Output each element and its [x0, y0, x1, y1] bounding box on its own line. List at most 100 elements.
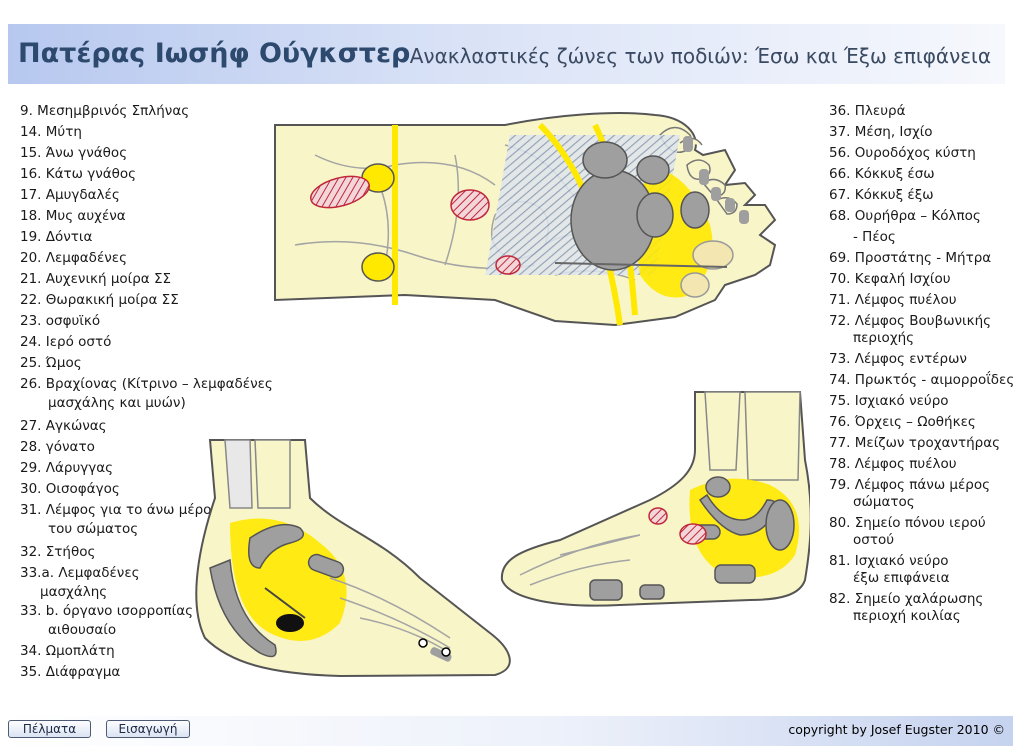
zone-yellow-oval — [361, 252, 395, 282]
zone-cream-oval — [680, 272, 710, 298]
foot-inner-diagram — [195, 439, 511, 678]
legend-item: μασχάλης — [40, 584, 108, 600]
soles-button[interactable]: Πέλματα — [8, 720, 91, 738]
legend-item: 33. b. όργανο ισορροπίας - — [20, 603, 203, 619]
zone-red-hatch — [679, 523, 707, 545]
legend-item: 66. Κόκκυξ έσω — [829, 166, 935, 182]
leg-bone — [224, 439, 253, 509]
legend-item: 25. Ώμος — [20, 355, 82, 371]
marker-circle — [441, 647, 451, 657]
legend-item: 33.a. Λεμφαδένες — [20, 565, 140, 581]
legend-item: 16. Κάτω γνάθος — [20, 166, 137, 182]
legend-item: 37. Μέση, Ισχίο — [829, 124, 933, 140]
legend-item: 9. Μεσημβρινός Σπλήνας — [20, 103, 190, 119]
leg-bone — [704, 391, 741, 471]
legend-item: 82. Σημείο χαλάρωσης — [829, 591, 984, 607]
copyright-text: copyright by Josef Eugster 2010 © — [788, 722, 1005, 737]
legend-item: 67. Κόκκυξ έξω — [829, 187, 934, 203]
toe-nail-gray — [725, 198, 735, 212]
legend-left: 9. Μεσημβρινός Σπλήνας 14. Μύτη 15. Άνω … — [20, 103, 273, 685]
nerve-line — [264, 587, 306, 619]
legend-item: 23. οσφυϊκό — [20, 313, 101, 329]
footer-bar: Πέλματα Εισαγωγή copyright by Josef Eugs… — [0, 716, 1013, 746]
marker-circle — [418, 638, 428, 648]
toe-nail-gray — [683, 136, 693, 152]
legend-item: 27. Αγκώνας — [20, 418, 107, 434]
legend-item: 30. Οισοφάγος — [20, 481, 120, 497]
toe-nail-gray — [739, 210, 749, 224]
organ-black — [276, 614, 304, 632]
legend-item: 15. Άνω γνάθος — [20, 145, 128, 161]
legend-item: 78. Λέμφος πυέλου — [829, 456, 957, 472]
legend-item: σώματος — [853, 494, 915, 510]
bone-lines — [329, 577, 451, 654]
legend-item: 22. Θωρακική μοίρα ΣΣ — [20, 292, 179, 308]
legend-item: 31. Λέμφος για το άνω μέρος — [20, 502, 220, 518]
header-banner: Πατέρας Ιωσήφ Ούγκστερ Ανακλαστικές ζώνε… — [8, 24, 1005, 84]
legend-item: 77. Μείζων τροχαντήρας — [829, 435, 1001, 451]
legend-item: 36. Πλευρά — [829, 103, 906, 119]
toe-nail-gray — [699, 169, 709, 185]
legend-item: 81. Ισχιακό νεύρο — [829, 553, 949, 569]
legend-item: 19. Δόντια — [20, 229, 93, 245]
legend-item: 74. Πρωκτός - αιμορροΐδες — [829, 372, 1013, 388]
toe-gray — [430, 647, 452, 662]
organ-gray — [765, 499, 795, 551]
legend-item: 24. Ιερό οστό — [20, 334, 112, 350]
organ-gray — [209, 558, 277, 658]
legend-item: 76. Όρχεις – Ωοθήκες — [829, 414, 976, 430]
legend-item: 26. Βραχίονας (Κίτρινο – λεμφαδένες — [20, 376, 273, 392]
page-title: Πατέρας Ιωσήφ Ούγκστερ — [18, 38, 411, 69]
legend-item: 14. Μύτη — [20, 124, 82, 140]
legend-item: 75. Ισχιακό νεύρο — [829, 393, 949, 409]
organ-gray — [307, 553, 345, 579]
legend-item: 34. Ωμοπλάτη — [20, 643, 115, 659]
zone-red-hatch — [648, 507, 668, 525]
legend-item: 56. Ουροδόχος κύστη — [829, 145, 976, 161]
leg-bone — [254, 439, 291, 509]
legend-item: 68. Ουρήθρα – Κόλπος — [829, 208, 981, 224]
foot-top-diagram — [274, 112, 777, 327]
organ-gray — [636, 155, 670, 185]
toe-nail-gray — [711, 187, 721, 201]
legend-item: 72. Λέμφος Βουβωνικής — [829, 313, 992, 329]
legend-item: 35. Διάφραγμα — [20, 664, 121, 680]
organ-gray — [636, 192, 674, 238]
organ-gray — [705, 476, 731, 498]
organ-gray — [714, 564, 756, 584]
foot-outer-diagram — [500, 391, 810, 607]
zone-red-hatch — [495, 255, 521, 275]
bone-lines — [519, 534, 641, 586]
legend-item: οστού — [853, 532, 895, 548]
legend-item: περιοχής — [853, 330, 915, 346]
legend-item: - Πέος — [853, 229, 896, 245]
legend-item: 73. Λέμφος εντέρων — [829, 351, 967, 367]
legend-item: έξω επιφάνεια — [853, 570, 950, 586]
legend-item: του σώματος — [48, 521, 139, 537]
organ-gray — [248, 523, 305, 569]
legend-item: μασχάλης και μυών) — [48, 395, 186, 411]
page-subtitle: Ανακλαστικές ζώνες των ποδιών: Έσω και Έ… — [409, 44, 991, 68]
legend-item: αιθουσαίο — [48, 622, 117, 638]
leg-bone — [744, 391, 801, 481]
legend-item: 69. Προστάτης - Μήτρα — [829, 250, 992, 266]
legend-item: 70. Κεφαλή Ισχίου — [829, 271, 951, 287]
legend-item: 17. Αμυγδαλές — [20, 187, 120, 203]
organ-gray — [582, 141, 628, 179]
legend-item: 29. Λάρυγγας — [20, 460, 114, 476]
intro-button[interactable]: Εισαγωγή — [106, 720, 190, 738]
zone-red-hatch — [310, 175, 370, 209]
legend-right: 36. Πλευρά 37. Μέση, Ισχίο 56. Ουροδόχος… — [829, 103, 1013, 629]
legend-item: περιοχή κοιλίας — [853, 608, 961, 624]
legend-item: 32. Στήθος — [20, 544, 96, 560]
organ-gray — [589, 579, 623, 601]
legend-item: 28. γόνατο — [20, 439, 95, 455]
legend-item: 71. Λέμφος πυέλου — [829, 292, 957, 308]
legend-item: 80. Σημείο πόνου ιερού — [829, 515, 986, 531]
legend-item: 79. Λέμφος πάνω μέρος — [829, 477, 991, 493]
nerve-line — [554, 262, 728, 268]
legend-item: 21. Αυχενική μοίρα ΣΣ — [20, 271, 172, 287]
zone-cream-oval — [692, 240, 734, 270]
legend-item: 18. Μυς αυχένα — [20, 208, 126, 224]
organ-gray — [680, 191, 710, 229]
